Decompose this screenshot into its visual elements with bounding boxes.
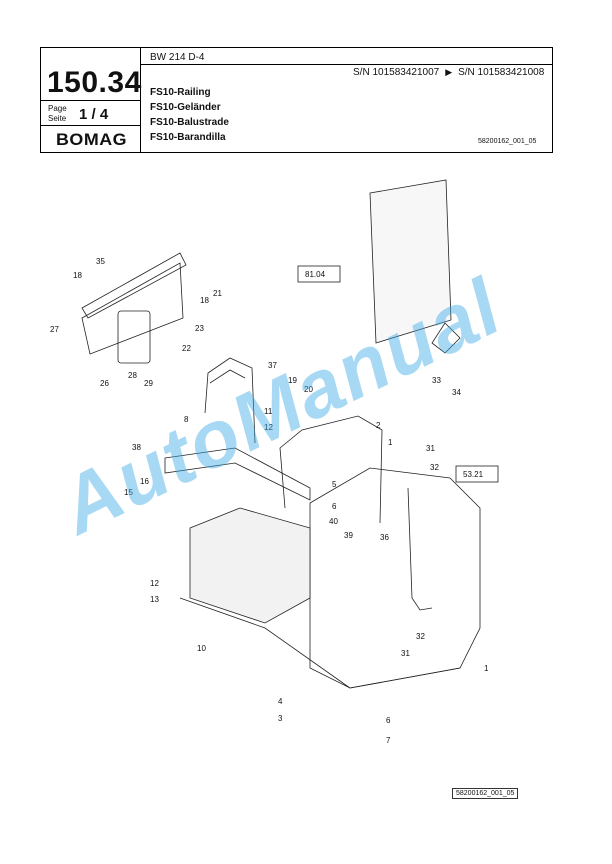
callout: 28 [128,371,137,380]
callout: 10 [197,644,206,653]
callout: 16 [140,477,149,486]
ref-label: 53.21 [463,470,484,479]
callout: 13 [150,595,159,604]
bomag-logo: BOMAG [56,130,128,149]
callout: 4 [278,697,283,706]
title-en: FS10-Railing [150,87,211,98]
part-titles: FS10-Railing FS10-Geländer FS10-Balustra… [150,85,229,145]
callout: 19 [288,376,297,385]
serial-to: S/N 101583421008 [458,67,545,78]
serial-range: S/N 101583421007 ▶ S/N 101583421008 [353,67,544,78]
callout: 7 [386,736,391,745]
header-divider [41,100,141,101]
model-name: BW 214 D-4 [150,52,205,63]
exploded-parts-diagram: 81.04 53.21 35 18 21 18 27 23 22 26 28 2… [40,168,570,808]
callout: 1 [388,438,393,447]
title-es: FS10-Barandilla [150,132,226,143]
doc-id: 58200162_001_05 [478,138,537,145]
callout: 11 [264,407,273,416]
callout: 23 [195,324,204,333]
title-de: FS10-Geländer [150,102,221,113]
callout: 32 [416,632,425,641]
callout: 32 [430,463,439,472]
callout: 6 [386,716,391,725]
callout: 31 [426,444,435,453]
callout: 33 [432,376,441,385]
callout: 26 [100,379,109,388]
callout: 29 [144,379,153,388]
page-of: 1 / 4 [79,106,109,123]
callout: 2 [376,421,381,430]
callout: 40 [329,517,338,526]
callout: 36 [380,533,389,542]
callout: 6 [332,502,337,511]
callout: 38 [132,443,141,452]
page-label-en: Page [48,104,67,113]
arrow-right-icon: ▶ [445,67,453,77]
page-label-de: Seite [48,114,67,123]
footer-doc-id: 58200162_001_05 [452,788,519,799]
diagram-drawing: 81.04 53.21 35 18 21 18 27 23 22 26 28 2… [50,179,499,745]
callout: 35 [96,257,105,266]
page-number: 150.34 [47,66,142,99]
header-block: 150.34 Page Seite 1 / 4 BOMAG BW 214 D-4… [40,47,553,153]
callout: 3 [278,714,283,723]
title-fr: FS10-Balustrade [150,117,229,128]
callout: 18 [73,271,82,280]
callout: 1 [484,664,489,673]
callout: 37 [268,361,277,370]
callout: 8 [184,415,189,424]
ref-box-53-21 [455,465,499,483]
callout: 27 [50,325,59,334]
callout: 22 [182,344,191,353]
callout: 18 [200,296,209,305]
callout: 20 [304,385,313,394]
serial-from: S/N 101583421007 [353,67,440,78]
callout: 5 [332,480,337,489]
callout: 31 [401,649,410,658]
callout: 21 [213,289,222,298]
header-divider [41,125,141,126]
ref-box-81-04 [297,265,341,283]
header-divider [141,64,552,65]
callout: 34 [452,388,461,397]
callout: 12 [264,423,273,432]
callout: 15 [124,488,133,497]
callout-labels: 35 18 21 18 27 23 22 26 28 29 37 19 20 8… [50,257,489,745]
callout: 12 [150,579,159,588]
callout: 39 [344,531,353,540]
ref-label: 81.04 [305,270,326,279]
page-label: Page Seite [48,104,67,124]
